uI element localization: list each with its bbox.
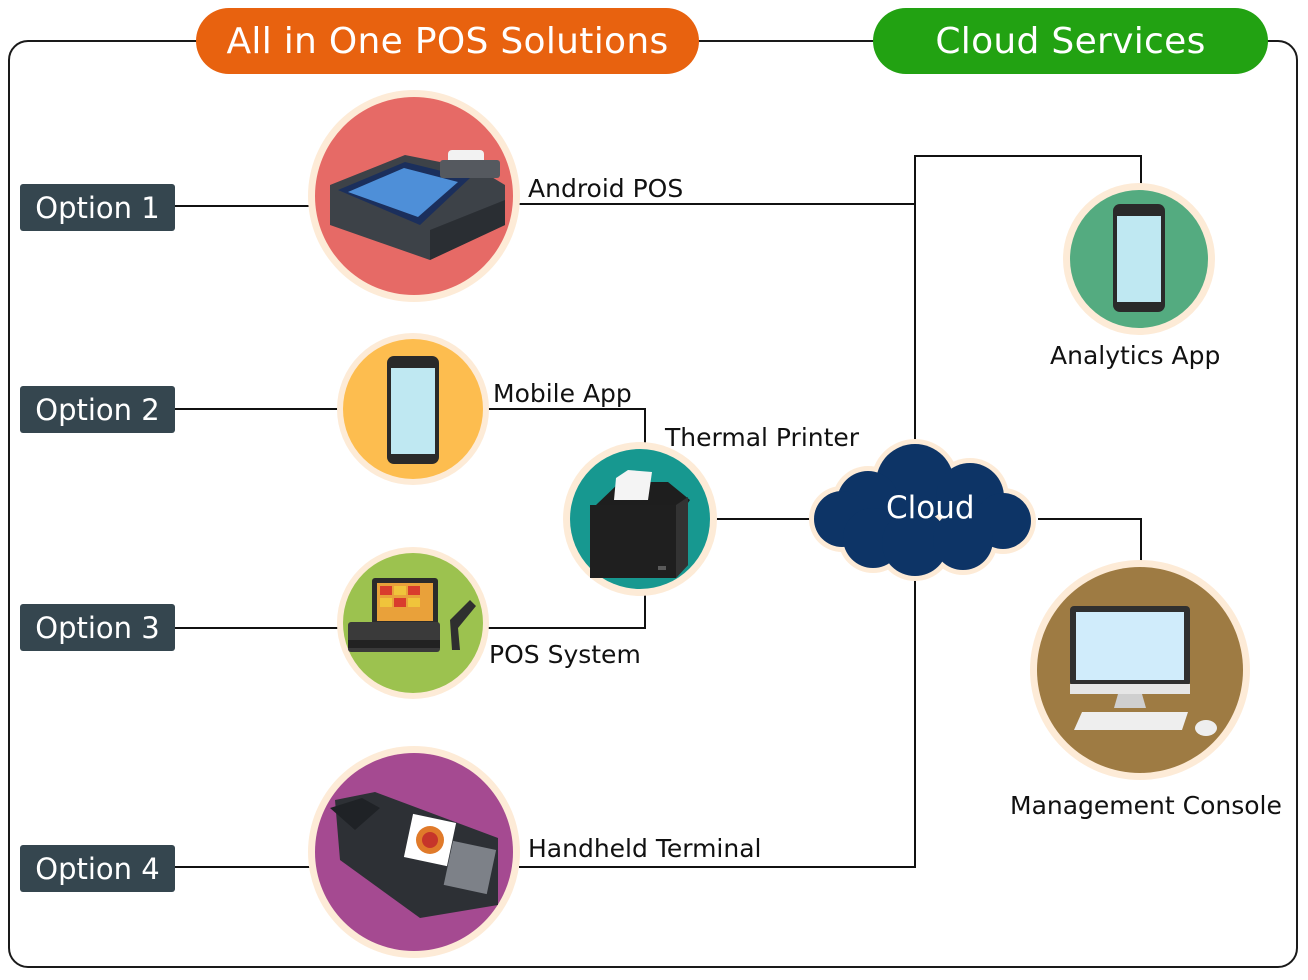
mobile-app-icon <box>337 333 489 485</box>
thermal-printer-icon <box>563 442 717 596</box>
header-cloud-services: Cloud Services <box>873 8 1268 74</box>
option-4-badge: Option 4 <box>20 845 175 892</box>
option-3-badge: Option 3 <box>20 604 175 651</box>
android-pos-icon <box>308 90 520 302</box>
connector-console <box>1038 518 1142 562</box>
management-console-icon <box>1030 560 1250 780</box>
handheld-terminal-icon <box>308 746 520 958</box>
thermal-printer-label: Thermal Printer <box>665 423 860 452</box>
option-2-badge: Option 2 <box>20 386 175 433</box>
cloud-label: Cloud <box>886 490 975 526</box>
connector-handheld-cloud <box>519 578 916 868</box>
cloud-icon <box>809 439 1036 581</box>
option-1-badge: Option 1 <box>20 184 175 231</box>
connectors <box>175 155 1142 868</box>
connector-analytics <box>914 155 1142 204</box>
pos-system-icon <box>337 547 489 699</box>
mobile-app-label: Mobile App <box>493 379 632 408</box>
connector-mobile-printer <box>488 408 646 446</box>
handheld-terminal-label: Handheld Terminal <box>528 834 762 863</box>
android-pos-label: Android POS <box>528 174 684 203</box>
pos-system-label: POS System <box>489 640 641 669</box>
connector-possystem-printer <box>488 594 646 629</box>
analytics-app-icon <box>1063 183 1215 335</box>
analytics-app-label: Analytics App <box>1050 341 1221 370</box>
management-console-label: Management Console <box>1010 791 1282 820</box>
header-pos-solutions: All in One POS Solutions <box>196 8 699 74</box>
